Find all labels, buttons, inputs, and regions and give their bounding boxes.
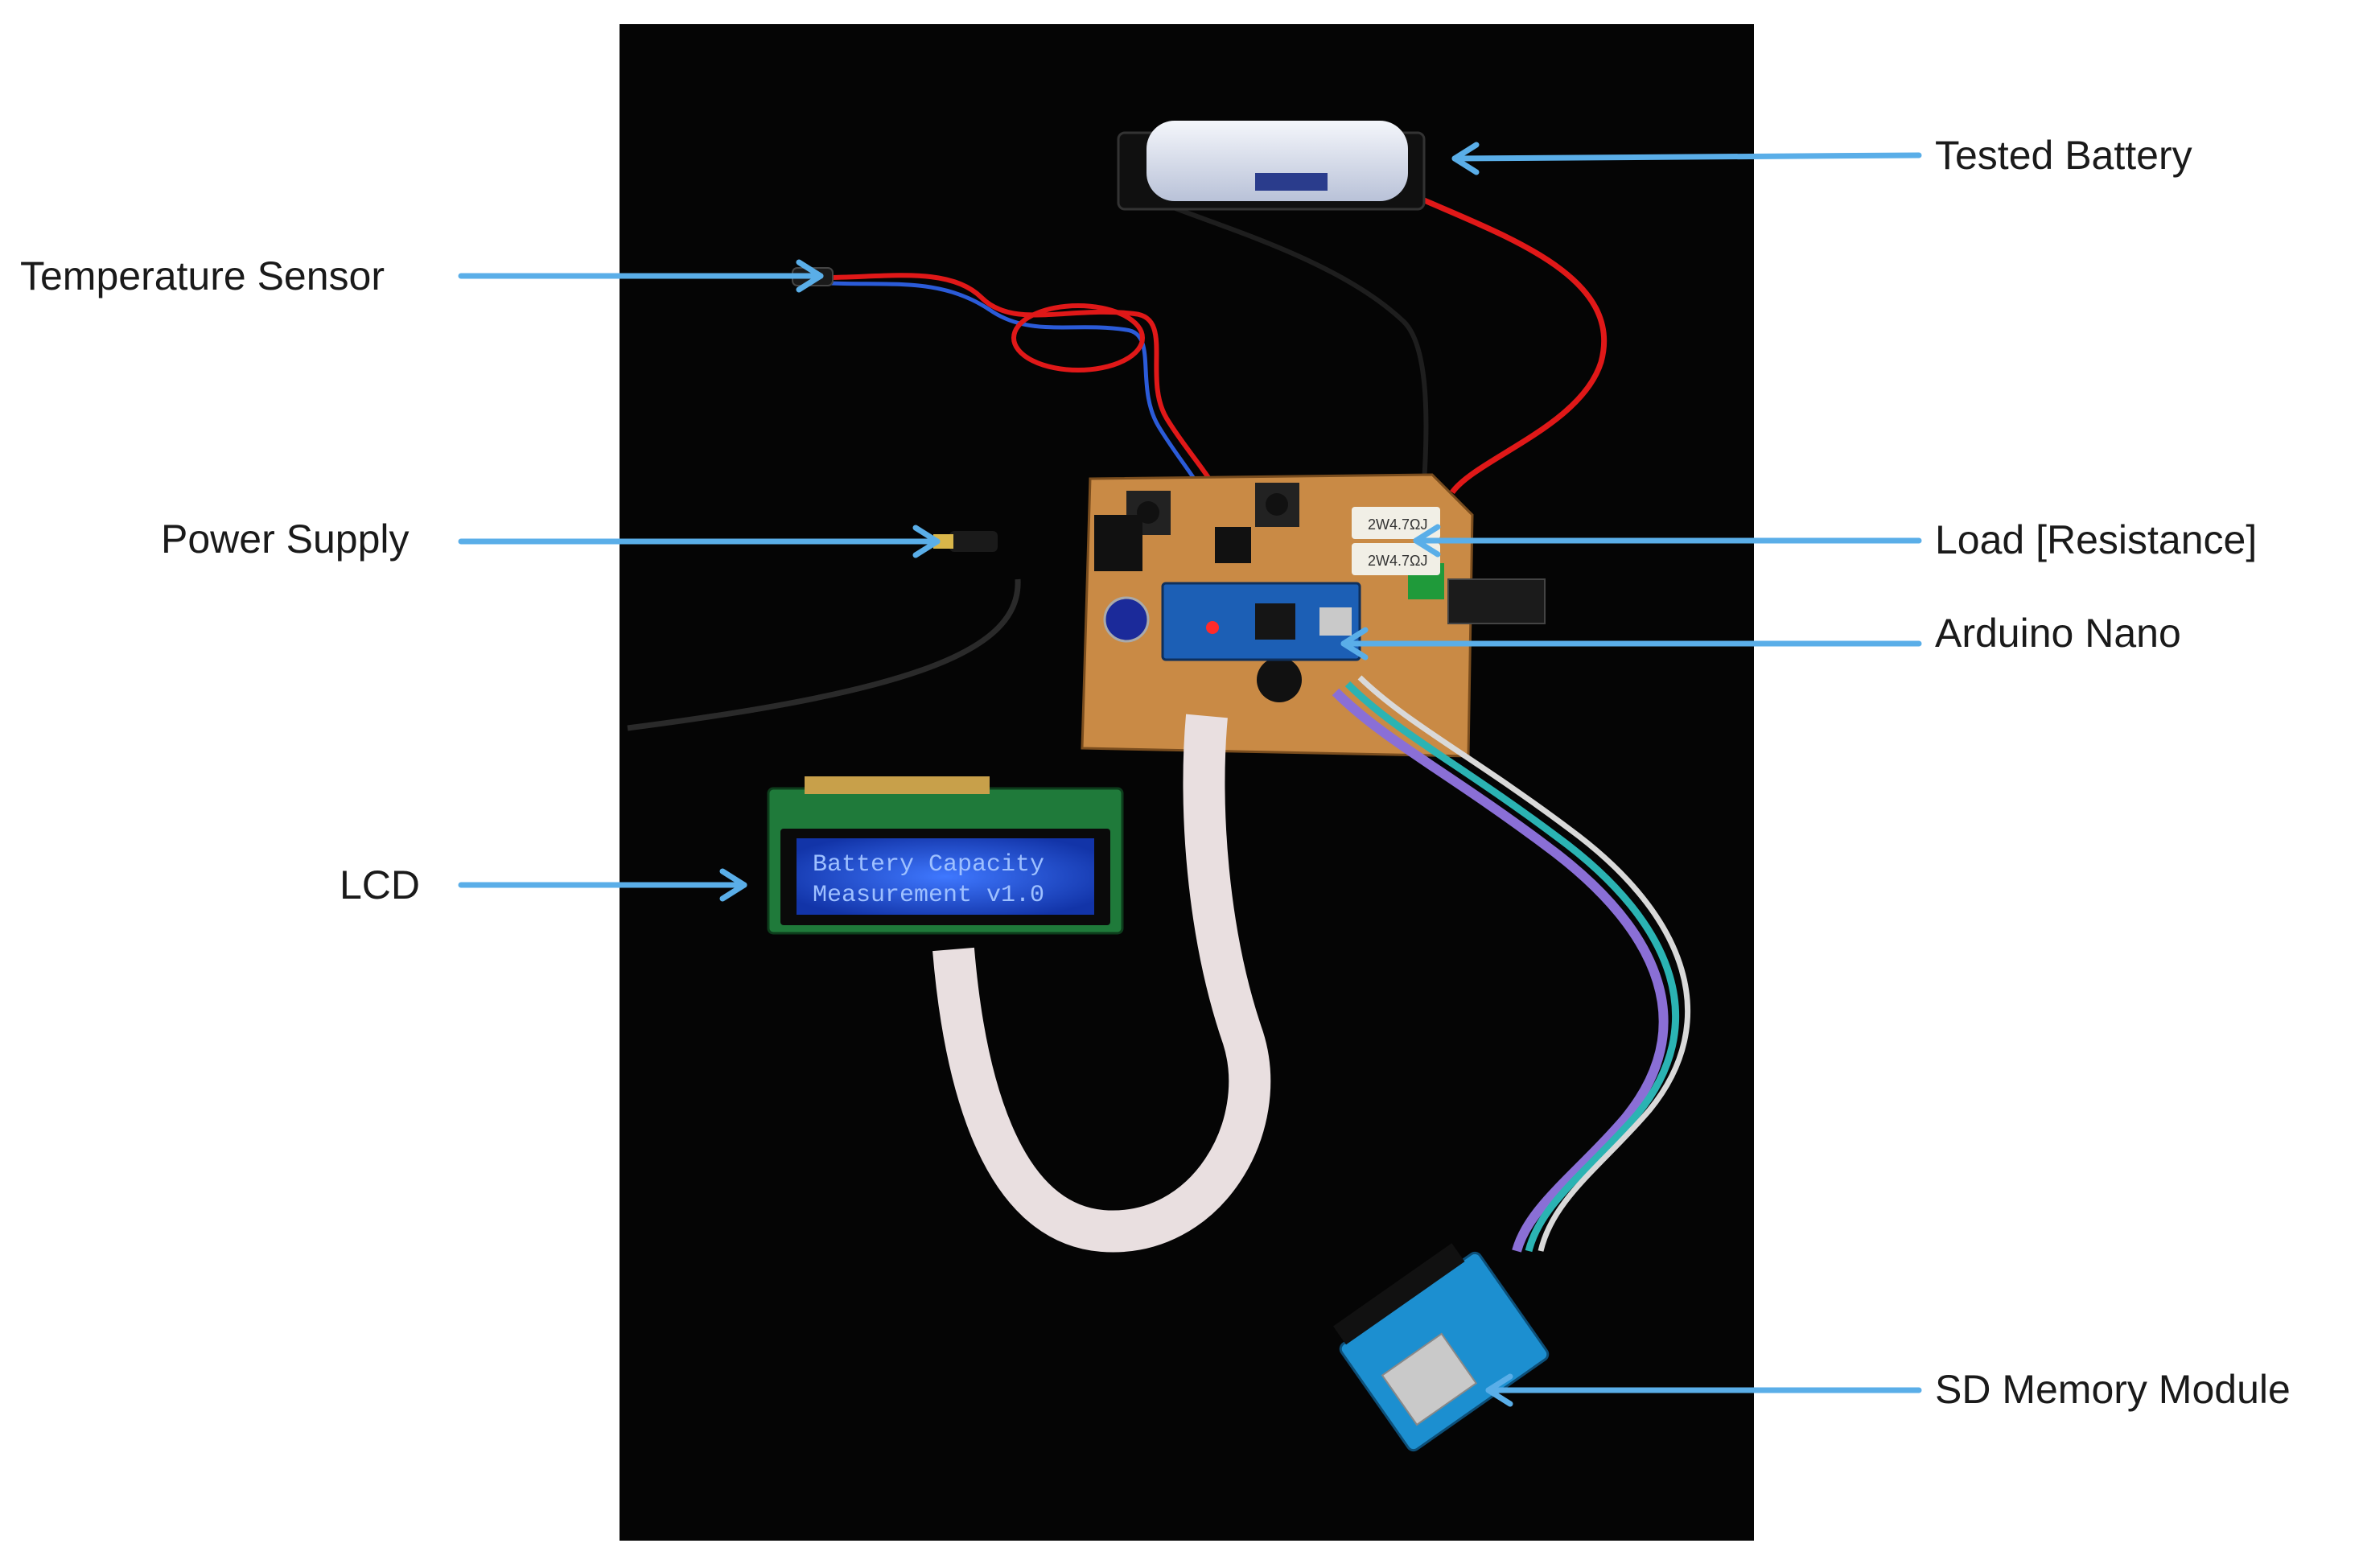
resistor-marking-2: 2W4.7ΩJ (1368, 553, 1427, 569)
dc-jack (1094, 515, 1142, 571)
sd-memory-module (1332, 1243, 1550, 1452)
capacitor (1103, 596, 1150, 643)
wire-coil (1011, 303, 1145, 372)
annotation-arrows (458, 142, 1922, 1407)
label-sd-memory-module: SD Memory Module (1935, 1367, 2291, 1412)
load-resistor-2 (1352, 543, 1440, 575)
sd-card-slot (1381, 1332, 1478, 1426)
sd-pin-header (1332, 1243, 1465, 1345)
arrow-lcd (458, 868, 747, 902)
sd-ribbon-cable (1332, 688, 1669, 1253)
sd-ribbon-cable-2 (1344, 681, 1680, 1253)
label-power-supply: Power Supply (161, 516, 410, 562)
lcd-pin-header (805, 776, 990, 794)
label-lcd: LCD (340, 862, 421, 907)
push-button-cap-2 (1266, 493, 1288, 516)
lcd-ribbon-cable (932, 714, 1271, 1253)
arrow-sd-memory-module (1485, 1373, 1922, 1407)
arrow-load-resistance (1413, 524, 1922, 558)
label-load-resistance: Load [Resistance] (1935, 517, 2258, 562)
arduino-chip (1255, 603, 1295, 640)
load-resistor-1 (1352, 507, 1440, 539)
battery-wrap-marking (1255, 173, 1328, 191)
lcd-line-2: Measurement v1.0 (813, 882, 1044, 909)
arrow-arduino-nano (1340, 627, 1922, 661)
header-connector (1215, 527, 1251, 563)
resistor-marking-1: 2W4.7ΩJ (1368, 516, 1427, 533)
power-plug (949, 531, 998, 552)
arduino-power-led (1206, 621, 1219, 634)
label-tested-battery: Tested Battery (1935, 133, 2192, 178)
lcd-line-1: Battery Capacity (813, 851, 1044, 879)
black-wire-power (627, 578, 1021, 731)
tested-battery-cell (1147, 121, 1408, 201)
heatsink (1447, 578, 1546, 624)
buzzer (1257, 657, 1302, 702)
arrow-temperature-sensor (458, 259, 824, 293)
arrow-tested-battery (1451, 142, 1922, 175)
temperature-sensor-wires-blue (828, 281, 1224, 536)
label-arduino-nano: Arduino Nano (1935, 611, 2181, 656)
lcd-screen (797, 838, 1094, 915)
temperature-sensor-wires (824, 273, 1233, 532)
arrow-power-supply (458, 525, 941, 558)
label-temperature-sensor: Temperature Sensor (20, 253, 385, 298)
power-plug-tip (933, 534, 953, 549)
red-wire-battery (1406, 190, 1608, 495)
sd-ribbon-cable-3 (1357, 675, 1691, 1252)
arduino-usb-port (1319, 607, 1352, 636)
